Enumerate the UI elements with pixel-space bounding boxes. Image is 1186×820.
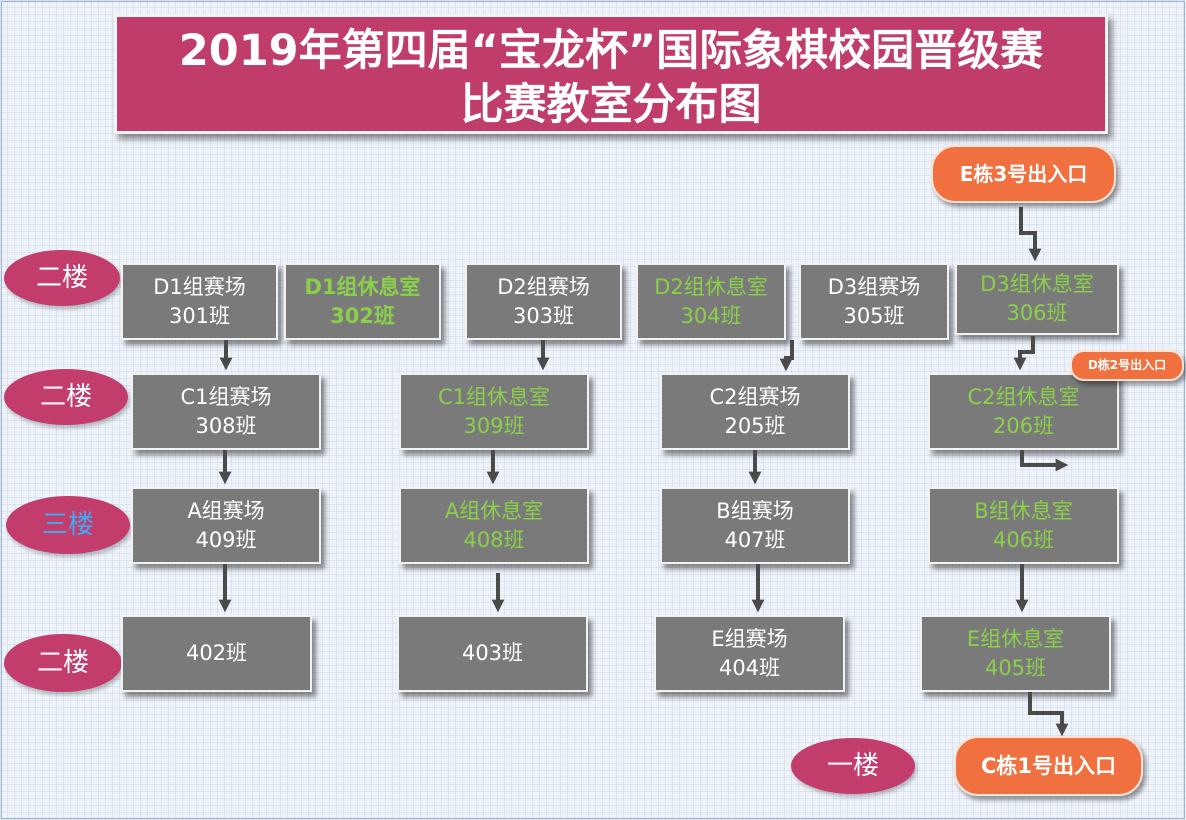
room-name: A组赛场	[187, 498, 265, 523]
room-class: 304班	[680, 303, 742, 328]
room-d3-rest: D3组休息室 306班	[955, 263, 1119, 335]
room-c1-rest: C1组休息室 309班	[399, 373, 589, 450]
room-name: C1组休息室	[437, 384, 551, 409]
room-a-rest: A组休息室 408班	[399, 487, 589, 564]
room-class: 301班	[168, 303, 231, 328]
room-name: D3组休息室	[980, 272, 1094, 296]
room-name: D1组休息室	[304, 274, 421, 299]
room-class: 306班	[1006, 301, 1068, 325]
floor-label-ground: 一楼	[791, 738, 915, 794]
room-class: 406班	[992, 527, 1055, 552]
room-name: D2组休息室	[654, 274, 768, 299]
room-d3-venue: D3组赛场 305班	[799, 263, 949, 340]
room-e-venue: E组赛场 404班	[654, 615, 845, 692]
room-name: C1组赛场	[180, 384, 272, 409]
room-class: 408班	[463, 527, 525, 552]
arrow-c2rest-to-exit-d2	[1020, 450, 1069, 472]
floor-label-row4: 二楼	[4, 634, 122, 692]
arrow-d2rest-to-c2	[779, 340, 794, 372]
room-e-rest: E组休息室 405班	[920, 615, 1111, 692]
room-class: 308班	[195, 413, 257, 438]
room-name: B组休息室	[974, 498, 1073, 523]
room-b-rest: B组休息室 406班	[928, 487, 1119, 564]
floor-label-row2: 二楼	[4, 369, 128, 425]
room-class: 302班	[330, 303, 395, 328]
room-c2-venue: C2组赛场 205班	[660, 373, 850, 450]
room-name: B组赛场	[716, 498, 794, 523]
room-class: 407班	[724, 527, 786, 552]
exit-d-building-2: D栋2号出入口	[1070, 350, 1184, 381]
room-a-venue: A组赛场 409班	[131, 487, 321, 564]
room-name: E组休息室	[966, 626, 1065, 651]
room-d1-rest: D1组休息室 302班	[284, 263, 441, 340]
room-name: E组赛场	[711, 626, 788, 651]
room-name: D2组赛场	[497, 274, 590, 299]
room-403: 403班	[397, 615, 588, 692]
arrow-e3-to-d3	[1019, 207, 1042, 262]
room-name: D3组赛场	[827, 274, 921, 299]
room-d2-venue: D2组赛场 303班	[465, 263, 622, 340]
room-class: 404班	[718, 655, 781, 680]
room-d2-rest: D2组休息室 304班	[636, 263, 786, 340]
room-name: D1组赛场	[153, 274, 246, 299]
room-class: 303班	[512, 303, 575, 328]
room-class: 405班	[984, 655, 1047, 680]
room-class: 409班	[195, 527, 257, 552]
arrow-405-to-exit-c1	[1028, 692, 1069, 737]
room-class: 206班	[992, 413, 1055, 438]
room-d1-venue: D1组赛场 301班	[121, 263, 278, 340]
arrow-d3rest-to-c2rest	[1013, 336, 1035, 371]
room-class: 402班	[185, 641, 248, 665]
page-title: 2019年第四届“宝龙杯”国际象棋校园晋级赛	[178, 26, 1044, 76]
room-class: 403班	[461, 641, 524, 665]
page-subtitle: 比赛教室分布图	[460, 80, 762, 130]
room-c2-rest: C2组休息室 206班	[928, 373, 1119, 450]
room-b-venue: B组赛场 407班	[660, 487, 850, 564]
exit-c-building-1: C栋1号出入口	[954, 736, 1143, 796]
room-class: 205班	[724, 413, 786, 438]
floor-label-row1: 二楼	[4, 250, 120, 306]
exit-e-building-3: E栋3号出入口	[931, 145, 1116, 203]
room-class: 305班	[843, 303, 905, 328]
floor-label-row3: 三楼	[6, 496, 130, 554]
room-name: C2组赛场	[709, 384, 801, 409]
room-name: C2组休息室	[967, 384, 1080, 409]
title-banner: 2019年第四届“宝龙杯”国际象棋校园晋级赛 比赛教室分布图	[114, 14, 1108, 134]
room-c1-venue: C1组赛场 308班	[131, 373, 321, 450]
room-name: A组休息室	[444, 498, 544, 523]
room-class: 309班	[463, 413, 525, 438]
room-402: 402班	[121, 615, 312, 692]
